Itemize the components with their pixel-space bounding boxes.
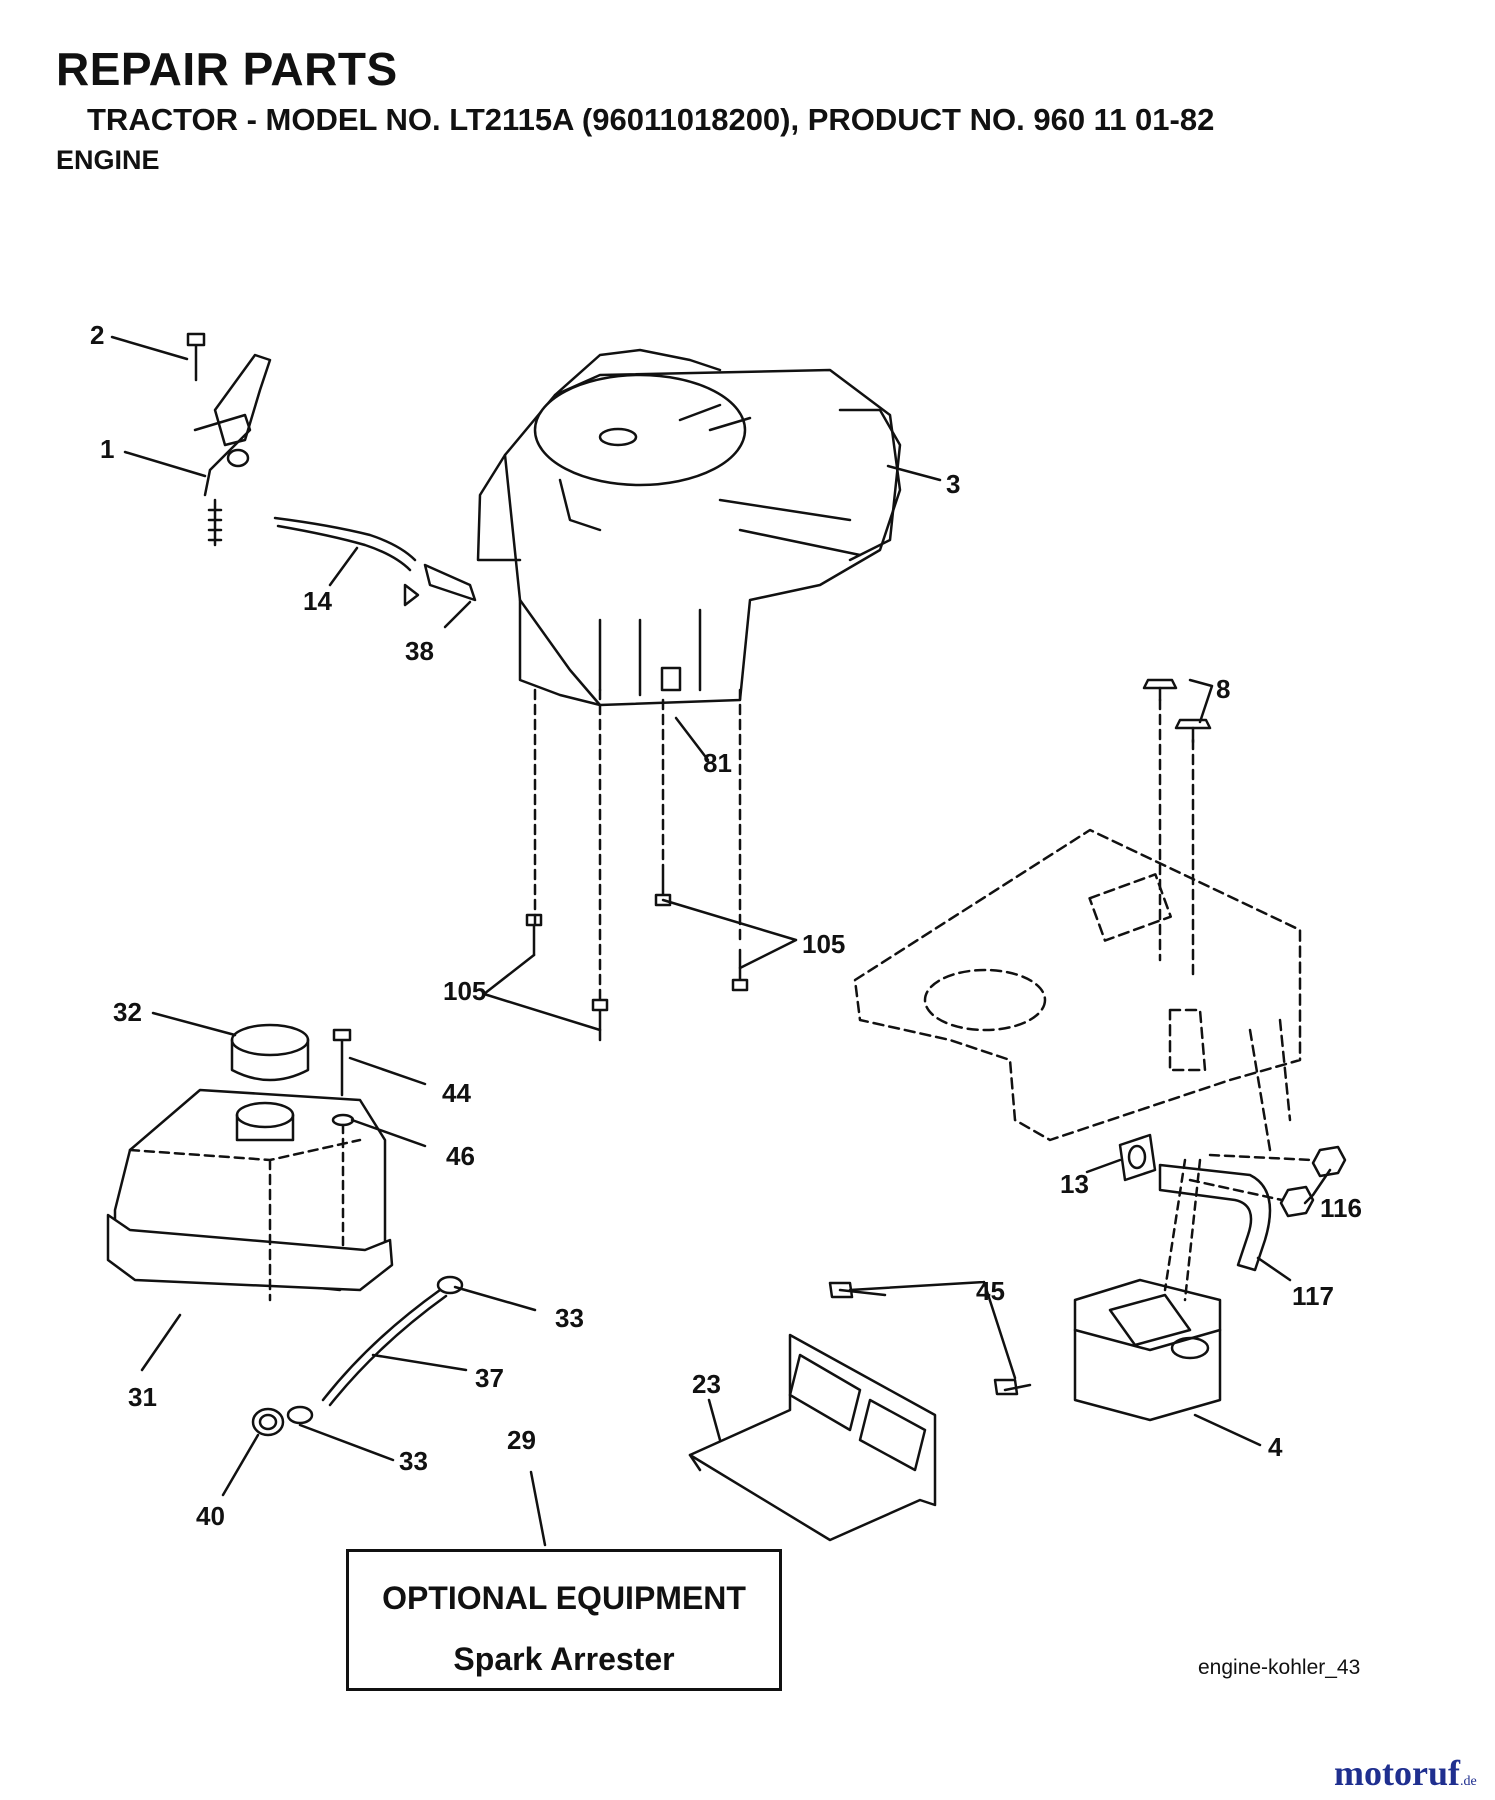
- bolt-105-drawing: [525, 863, 749, 1042]
- callout-33-top: 33: [555, 1303, 584, 1333]
- nut-116-drawing: [1188, 1145, 1347, 1218]
- callout-81: 81: [703, 748, 732, 778]
- heat-shield-drawing: [688, 1281, 1032, 1542]
- engine-drawing: [476, 348, 902, 707]
- fuel-line-drawing: [273, 516, 477, 607]
- callout-105-left: 105: [443, 976, 486, 1006]
- diagram-reference: engine-kohler_43: [1198, 1656, 1361, 1679]
- frame-drawing: [853, 828, 1302, 1152]
- callout-14: 14: [303, 586, 332, 616]
- optional-equipment-box: OPTIONAL EQUIPMENT Spark Arrester: [346, 1549, 782, 1691]
- callout-29: 29: [507, 1425, 536, 1455]
- callout-45: 45: [976, 1276, 1005, 1306]
- fuel-cap-drawing: [230, 1023, 310, 1082]
- model-subtitle: TRACTOR - MODEL NO. LT2115A (96011018200…: [87, 102, 1215, 137]
- callout-116: 116: [1320, 1193, 1362, 1223]
- callout-46: 46: [446, 1141, 475, 1171]
- callout-4: 4: [1268, 1432, 1283, 1462]
- callout-44: 44: [442, 1078, 471, 1108]
- section-title: ENGINE: [56, 145, 160, 175]
- callout-33-bottom: 33: [399, 1446, 428, 1476]
- callout-13: 13: [1060, 1169, 1089, 1199]
- callout-31: 31: [128, 1382, 157, 1412]
- fuel-line-37-drawing: [251, 1275, 464, 1437]
- brand-tld: .de: [1459, 1774, 1477, 1789]
- callout-8: 8: [1216, 674, 1230, 704]
- callout-32: 32: [113, 997, 142, 1027]
- optional-equipment-heading: OPTIONAL EQUIPMENT: [382, 1580, 746, 1616]
- fuel-tank-drawing: [106, 1088, 394, 1302]
- page-title: REPAIR PARTS: [56, 43, 398, 95]
- optional-equipment-item: Spark Arrester: [453, 1641, 675, 1677]
- bolt-8-drawing: [1142, 678, 1212, 744]
- callout-40: 40: [196, 1501, 225, 1531]
- callout-1: 1: [100, 434, 114, 464]
- brand-name: motoruf: [1334, 1753, 1460, 1793]
- callout-117: 117: [1292, 1281, 1334, 1311]
- callout-23: 23: [692, 1369, 721, 1399]
- callout-3: 3: [946, 469, 960, 499]
- gasket-13-drawing: [1118, 1133, 1157, 1182]
- callout-37: 37: [475, 1363, 504, 1393]
- throttle-control-drawing: [186, 332, 272, 547]
- callout-105-right: 105: [802, 929, 845, 959]
- callout-2: 2: [90, 320, 104, 350]
- muffler-drawing: [1073, 1158, 1272, 1422]
- leader-lines: [110, 335, 1332, 1547]
- brand-watermark: motoruf.de: [1334, 1752, 1477, 1794]
- callout-38: 38: [405, 636, 434, 666]
